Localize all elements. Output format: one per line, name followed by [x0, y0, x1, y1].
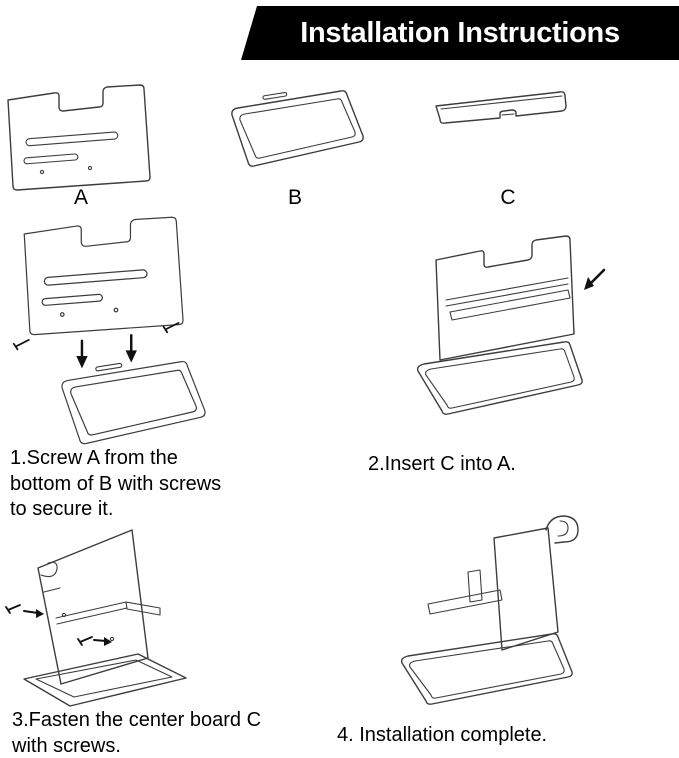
- step-3-illustration: [5, 529, 187, 707]
- page-title: Installation Instructions: [300, 16, 620, 49]
- small-slot: [23, 153, 79, 165]
- down-arrow-icon: [125, 333, 137, 363]
- tray-rim: [409, 640, 565, 699]
- arrow-icon: [23, 609, 44, 618]
- part-label-b: B: [287, 186, 302, 209]
- rim-slot: [262, 91, 288, 100]
- step-4-illustration: [400, 515, 579, 705]
- screw-hole: [109, 636, 115, 642]
- tray-b-outline: [231, 90, 364, 167]
- hook-cutout: [545, 515, 579, 544]
- panel-a-outline: [7, 84, 151, 191]
- shelf-c-outline: [435, 91, 567, 124]
- screw-hole: [39, 169, 45, 175]
- step-1-caption: 1.Screw A from the bottom of B with scre…: [10, 447, 222, 521]
- tray-rim: [239, 98, 356, 159]
- arrow-icon: [93, 637, 112, 646]
- shelf-c-inserted: [449, 289, 571, 321]
- down-arrow-icon: [76, 339, 88, 369]
- tray-b: [61, 360, 206, 445]
- step-2-caption: 2.Insert C into A.: [368, 453, 516, 475]
- assembled-panel-side: [37, 529, 161, 685]
- step-2-illustration: [416, 235, 606, 415]
- screw-hole: [61, 612, 67, 618]
- notch-edge: [501, 113, 515, 116]
- assembled-panel: [435, 235, 575, 361]
- hanger-slot: [25, 131, 119, 147]
- rail-line: [55, 601, 127, 619]
- part-c-illustration: [435, 91, 567, 124]
- screw-icon: [77, 636, 93, 646]
- part-label-c: C: [500, 186, 516, 209]
- base-tray: [400, 633, 573, 705]
- screw-icon: [162, 322, 180, 334]
- insert-arrow-icon: [584, 268, 606, 290]
- shelf-bracket: [467, 569, 483, 603]
- step-3-caption: 3.Fasten the center board C with screws.: [12, 709, 262, 757]
- slot-edge: [43, 587, 61, 593]
- rail-line: [56, 607, 128, 625]
- part-b-illustration: [231, 90, 364, 167]
- screw-icon: [12, 339, 30, 351]
- tray-rim: [425, 348, 575, 409]
- rail-line: [445, 277, 569, 301]
- panel-a: [23, 216, 184, 336]
- hook-cutout: [40, 561, 58, 578]
- step-1-illustration: [12, 216, 206, 445]
- rail-line: [445, 283, 569, 307]
- base-tray: [23, 653, 187, 707]
- part-label-a: A: [73, 186, 88, 209]
- shelf-c: [427, 569, 503, 615]
- hook-inner-edge: [557, 520, 569, 537]
- step-4-caption: 4. Installation complete.: [337, 724, 548, 746]
- screw-hole: [87, 165, 93, 171]
- part-a-illustration: [7, 84, 151, 191]
- shelf-edge: [125, 601, 161, 616]
- header-banner: Installation Instructions: [241, 6, 679, 60]
- tray-rim: [35, 659, 173, 698]
- shelf-top-edge: [440, 95, 563, 110]
- base-tray: [416, 341, 583, 415]
- assembled-panel: [493, 515, 579, 651]
- screw-icon: [5, 604, 21, 614]
